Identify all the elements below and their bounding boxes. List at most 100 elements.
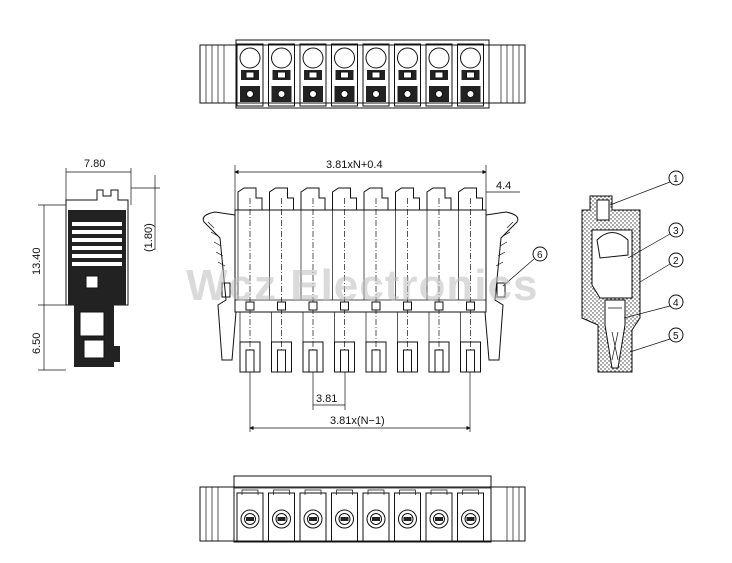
bottom-slot: [277, 517, 286, 521]
bottom-slot: [372, 517, 380, 521]
bottom-slot: [340, 517, 349, 521]
bottom-ring: [429, 509, 449, 529]
bottom-ring: [366, 509, 386, 529]
top-cell: [457, 43, 484, 107]
front-square: [277, 301, 286, 311]
top-cell: [362, 43, 390, 107]
bottom-tab: [336, 489, 353, 495]
bottom-ring-inner: [464, 513, 477, 525]
bottom-view: [199, 475, 526, 543]
bottom-slot: [403, 517, 412, 521]
callout-2: 2: [673, 256, 679, 267]
dim-side-height-lower: 6.50: [31, 333, 43, 354]
front-square: [403, 301, 412, 311]
bottom-cell: [362, 492, 390, 542]
bottom-ring-inner: [275, 513, 288, 525]
bottom-cell: [268, 492, 295, 542]
top-cell: [394, 43, 421, 107]
bottom-tab: [430, 489, 448, 495]
top-cell: [299, 43, 327, 107]
top-screw: [428, 47, 450, 69]
front-top-rib: [395, 187, 420, 210]
top-screw: [239, 47, 261, 69]
top-hole: [246, 90, 254, 98]
lower-pin: [466, 349, 475, 373]
bottom-ring-inner: [370, 513, 382, 525]
front-top-rib: [332, 187, 357, 210]
bottom-cell: [394, 492, 421, 542]
top-hole: [435, 90, 443, 98]
top-cell: [425, 43, 453, 107]
callout-6: 6: [537, 250, 543, 261]
bottom-cell: [236, 492, 264, 542]
dim-side-width: 7.80: [84, 158, 105, 170]
bottom-slot: [246, 517, 254, 521]
bottom-ring: [461, 509, 480, 529]
top-slot: [403, 71, 412, 79]
top-screw: [271, 47, 292, 69]
bottom-tab: [367, 489, 385, 495]
top-hole: [403, 90, 412, 98]
watermark: Wcz Electronics: [186, 261, 538, 310]
dim-bottom-span: 3.81x(N−1): [330, 415, 385, 427]
dim-side-tab: (1.80): [143, 223, 155, 252]
top-slot: [371, 71, 381, 79]
top-cell: [268, 43, 295, 107]
bottom-ring: [240, 509, 260, 529]
bottom-ring-inner: [401, 513, 414, 525]
top-cell: [331, 43, 358, 107]
top-slot: [434, 71, 444, 79]
front-top-rib: [300, 187, 326, 210]
top-hole: [277, 90, 286, 98]
top-slot: [277, 71, 286, 79]
top-cell: [236, 43, 264, 107]
top-hole: [309, 90, 317, 98]
bottom-cell: [299, 492, 327, 542]
bottom-cell: [331, 492, 358, 542]
callout-4: 4: [673, 298, 679, 309]
lower-pin: [245, 349, 255, 373]
front-top-rib: [363, 187, 389, 210]
bottom-slot: [435, 517, 443, 521]
front-square: [434, 301, 444, 311]
front-square: [245, 301, 255, 311]
dim-right-offset: 4.4: [496, 180, 511, 192]
lower-pin: [434, 349, 444, 373]
section-view: 1 3 2 4 5: [581, 170, 684, 373]
side-view: 7.80 (1.80) 13.40 6.50: [31, 158, 160, 371]
top-screw: [334, 47, 355, 69]
bottom-ring: [272, 509, 291, 529]
bottom-ring-inner: [244, 513, 256, 525]
bottom-ring-inner: [433, 513, 445, 525]
top-slot: [308, 71, 318, 79]
top-hole: [466, 90, 475, 98]
top-slot: [466, 71, 475, 79]
front-square: [308, 301, 318, 311]
bottom-cell: [425, 492, 453, 542]
front-top-rib: [426, 187, 452, 210]
front-square: [340, 301, 349, 311]
bottom-ring: [335, 509, 354, 529]
dim-pitch: 3.81: [316, 393, 337, 405]
top-screw: [302, 47, 324, 69]
callout-1: 1: [673, 174, 679, 185]
dim-top-width: 3.81xN+0.4: [326, 159, 383, 171]
bottom-slot: [466, 517, 475, 521]
bottom-tab: [462, 489, 479, 495]
bottom-ring: [398, 509, 417, 529]
top-screw: [460, 47, 481, 69]
top-screw: [397, 47, 418, 69]
front-top-rib: [269, 187, 294, 210]
callout-5: 5: [673, 331, 679, 342]
bottom-tab: [399, 489, 416, 495]
top-view: [199, 39, 526, 109]
top-screw: [365, 47, 387, 69]
callout-3: 3: [673, 226, 679, 237]
front-top-rib: [458, 187, 483, 210]
bottom-tab: [241, 489, 259, 495]
top-slot: [245, 71, 255, 79]
bottom-ring: [303, 509, 323, 529]
front-top-rib: [237, 187, 263, 210]
top-hole: [372, 90, 380, 98]
